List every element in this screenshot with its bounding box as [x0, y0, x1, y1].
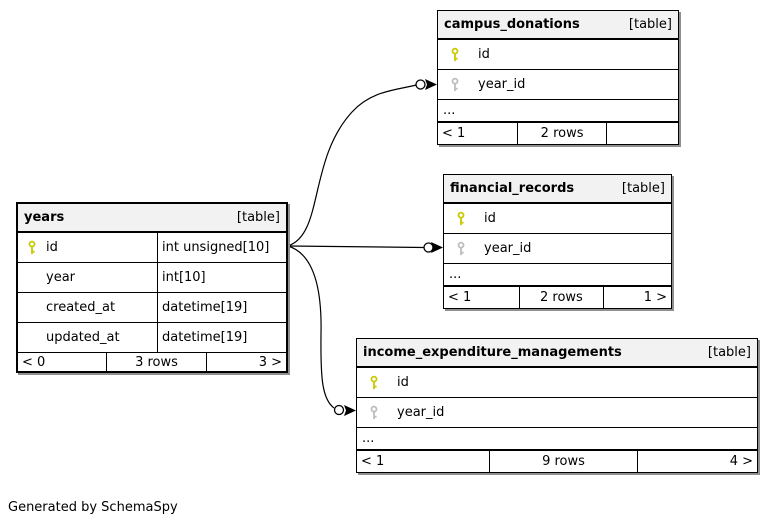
- fk-zero-circle: [423, 242, 434, 253]
- table-node-campus-donations[interactable]: campus_donations [table] id year_id ...: [437, 10, 679, 145]
- foreign-key-icon: [457, 241, 465, 255]
- column-type: int[10]: [157, 263, 286, 292]
- column-name: id: [46, 240, 58, 255]
- column-type: datetime[19]: [157, 293, 286, 322]
- footer-parents: < 1: [448, 290, 472, 305]
- table-title-financial-records[interactable]: financial_records: [450, 181, 575, 196]
- column-row-id: id int unsigned[10]: [18, 233, 286, 263]
- foreign-key-icon: [451, 77, 459, 91]
- column-row-year-id: year_id: [438, 70, 678, 100]
- footer-children: 1 >: [602, 287, 671, 308]
- column-row-year: year int[10]: [18, 263, 286, 293]
- table-footer: < 1 2 rows: [438, 123, 678, 144]
- column-row-year-id: year_id: [444, 234, 671, 264]
- column-type: datetime[19]: [157, 323, 286, 352]
- table-header: financial_records [table]: [444, 175, 671, 204]
- footer-children: 3 >: [205, 353, 286, 371]
- table-node-financial-records[interactable]: financial_records [table] id year_id ...: [443, 174, 672, 309]
- fk-line-financial-records: [287, 245, 425, 249]
- table-tag: [table]: [628, 17, 672, 32]
- table-node-income-expenditure-managements[interactable]: income_expenditure_managements [table] i…: [356, 338, 758, 473]
- table-footer: < 1 9 rows 4 >: [357, 451, 757, 472]
- table-node-years[interactable]: years [table] id int unsigned[10] year i…: [16, 202, 288, 373]
- column-row-id: id: [357, 368, 757, 398]
- footer-rowcount: 2 rows: [517, 123, 606, 144]
- fk-line-campus-donations: [287, 84, 417, 247]
- ellipsis-row: ...: [438, 100, 678, 123]
- column-name: year_id: [484, 241, 532, 256]
- table-tag: [table]: [236, 210, 280, 225]
- table-title-income-expenditure-managements[interactable]: income_expenditure_managements: [363, 345, 622, 360]
- footer-rowcount: 9 rows: [489, 451, 637, 472]
- column-row-year-id: year_id: [357, 398, 757, 428]
- footer-parents: < 1: [361, 454, 385, 469]
- column-row-updated-at: updated_at datetime[19]: [18, 323, 286, 353]
- column-name: year: [46, 270, 76, 285]
- primary-key-icon: [451, 47, 459, 61]
- footer-children: [605, 123, 678, 144]
- column-name: updated_at: [46, 330, 120, 345]
- column-name: year_id: [478, 77, 526, 92]
- column-row-id: id: [438, 40, 678, 70]
- footer-parents: < 1: [442, 126, 466, 141]
- primary-key-icon: [28, 240, 36, 254]
- ellipsis-row: ...: [444, 264, 671, 287]
- table-footer: < 0 3 rows 3 >: [18, 353, 286, 371]
- footer-children: 4 >: [637, 451, 757, 472]
- column-name: id: [478, 47, 490, 62]
- table-title-years[interactable]: years: [24, 210, 65, 225]
- fk-arrowhead: [344, 405, 356, 416]
- foreign-key-icon: [370, 405, 378, 419]
- column-name: created_at: [46, 300, 116, 315]
- fk-line-income-expenditure: [287, 245, 335, 409]
- column-name: id: [484, 211, 496, 226]
- table-tag: [table]: [621, 181, 665, 196]
- table-title-campus-donations[interactable]: campus_donations: [444, 17, 580, 32]
- column-name: year_id: [397, 405, 445, 420]
- primary-key-icon: [370, 375, 378, 389]
- fk-arrowhead: [425, 79, 437, 90]
- fk-zero-circle: [415, 79, 426, 90]
- ellipsis-row: ...: [357, 428, 757, 451]
- footer-rowcount: 2 rows: [518, 287, 603, 308]
- generator-note: Generated by SchemaSpy: [8, 500, 178, 515]
- table-footer: < 1 2 rows 1 >: [444, 287, 671, 308]
- fk-arrowhead: [431, 242, 443, 253]
- table-tag: [table]: [707, 345, 751, 360]
- column-type: int unsigned[10]: [157, 233, 286, 262]
- table-header: campus_donations [table]: [438, 11, 678, 40]
- table-header: years [table]: [18, 204, 286, 233]
- column-row-created-at: created_at datetime[19]: [18, 293, 286, 323]
- fk-zero-circle: [333, 404, 345, 416]
- primary-key-icon: [457, 211, 465, 225]
- column-row-id: id: [444, 204, 671, 234]
- table-header: income_expenditure_managements [table]: [357, 339, 757, 368]
- footer-rowcount: 3 rows: [106, 353, 205, 371]
- column-name: id: [397, 375, 409, 390]
- footer-parents: < 0: [22, 354, 46, 370]
